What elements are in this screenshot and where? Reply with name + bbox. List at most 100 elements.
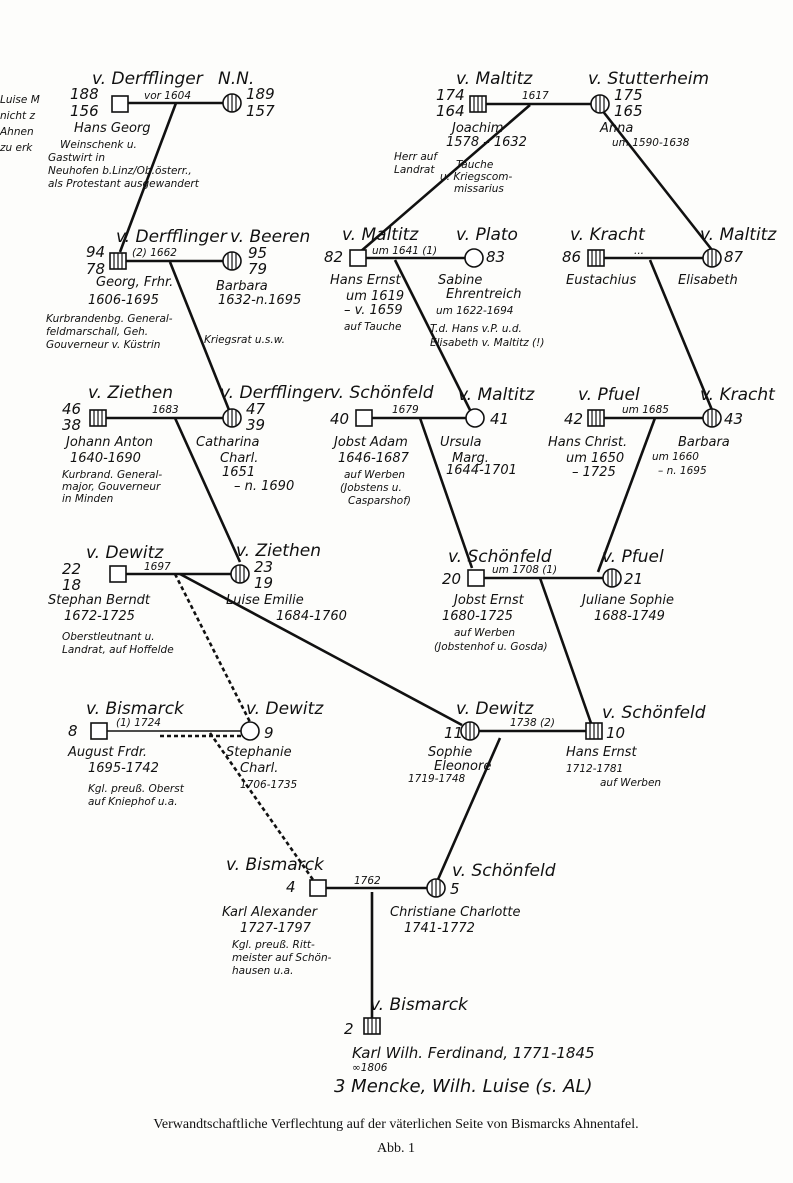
marriage-date: ... <box>634 245 644 257</box>
person-21: v. Pfuel 21 Juliane Sophie 1688-1749 <box>579 547 674 624</box>
person-11: v. Dewitz 11 Sophie Eleonore 1719-1748 <box>408 699 534 785</box>
male-symbol <box>90 722 108 740</box>
family-name: v. Derfflinger <box>92 69 204 89</box>
male-symbol <box>355 409 373 427</box>
person-94: v. Derfflinger 94 78 Georg, Frhr. 1606-1… <box>46 227 285 351</box>
life-dates: 1688-1749 <box>594 609 665 624</box>
ancestor-number: 188 <box>70 85 99 103</box>
family-name: v. Bismarck <box>86 699 185 719</box>
life-dates: 1727-1797 <box>240 921 312 936</box>
ancestor-number: 87 <box>724 248 744 266</box>
person-41: v. Maltitz 41 Ursula Marg. 1644-1701 <box>440 385 535 478</box>
ancestor-number: 83 <box>486 248 505 266</box>
person-note: u. Kriegscom- <box>440 171 512 183</box>
person-note: Weinschenk u. <box>60 139 137 151</box>
family-name: v. Dewitz <box>246 699 324 719</box>
person-23: v. Ziethen 23 19 Luise Emilie 1684-1760 <box>226 541 347 624</box>
given-name: Sophie <box>428 745 472 760</box>
marriage-date: 1762 <box>354 875 381 887</box>
life-dates: 1719-1748 <box>408 773 466 785</box>
person-note: Ehrentreich <box>446 287 521 302</box>
person-note: Charl. <box>220 451 258 466</box>
person-40: v. Schönfeld 40 Jobst Adam 1646-1687 auf… <box>330 383 434 507</box>
person-note: Gastwirt in <box>48 152 105 164</box>
ancestor-number: 11 <box>444 724 463 742</box>
person-189: N.N. 189 157 <box>218 69 275 120</box>
person-2: v. Bismarck 2 Karl Wilh. Ferdinand, 1771… <box>334 995 595 1097</box>
male-symbol-hatched <box>587 409 605 427</box>
family-name: v. Derfflinger <box>116 227 228 247</box>
life-dates: 1741-1772 <box>404 921 475 936</box>
ancestor-number: 79 <box>248 260 267 278</box>
given-name: Jobst Ernst <box>451 593 525 608</box>
family-name: v. Dewitz <box>86 543 164 563</box>
family-name: v. Pfuel <box>602 547 664 567</box>
descent-line <box>179 572 463 727</box>
male-symbol <box>349 249 367 267</box>
margin-line: nicht z <box>0 110 35 122</box>
given-name: Hans Ernst <box>566 745 637 760</box>
male-symbol-hatched <box>585 722 603 740</box>
descent-line <box>359 104 531 253</box>
ancestor-number: 39 <box>246 416 265 434</box>
female-symbol-hatched <box>590 94 610 114</box>
family-name: v. Beeren <box>230 227 310 247</box>
margin-line: zu erk <box>0 142 33 154</box>
person-note: feldmarschall, Geh. <box>46 326 148 338</box>
person-note: Kriegsrat u.s.w. <box>204 334 285 346</box>
ancestor-number: 86 <box>562 248 581 266</box>
female-symbol-hatched <box>602 568 622 588</box>
given-name: Elisabeth <box>678 273 738 288</box>
female-symbol-hatched <box>222 93 242 113</box>
female-symbol-hatched <box>702 408 722 428</box>
person-note: Landrat <box>394 164 435 176</box>
family-name: v. Kracht <box>700 385 776 405</box>
person-note: als Protestant ausgewandert <box>48 178 200 190</box>
life-dates: 1646-1687 <box>338 451 410 466</box>
life-dates: 1672-1725 <box>64 609 135 624</box>
descent-lines <box>118 102 714 1025</box>
person-175: v. Stutterheim 175 165 Anna um 1590-1638 <box>588 69 709 149</box>
marriage-lines <box>106 101 704 890</box>
person-5: v. Schönfeld 5 Christiane Charlotte 1741… <box>390 861 556 936</box>
figure-caption: Verwandtschaftliche Verflechtung auf der… <box>153 1117 638 1132</box>
person-22: v. Dewitz 22 18 Stephan Berndt 1672-1725… <box>48 543 174 656</box>
given-name: Sabine <box>438 273 482 288</box>
ancestor-number: 22 <box>62 560 81 578</box>
given-name: August Frdr. <box>67 745 147 760</box>
family-name: v. Schönfeld <box>448 547 552 567</box>
ancestor-number: 78 <box>86 260 105 278</box>
margin-line: Luise M <box>0 94 40 106</box>
female-symbol-hatched <box>222 408 242 428</box>
descent-line <box>596 104 714 251</box>
family-name: v. Bismarck <box>370 995 469 1015</box>
marriage-date: um 1685 <box>622 404 669 416</box>
ancestor-number: 19 <box>254 574 273 592</box>
life-dates: 1684-1760 <box>276 609 347 624</box>
descent-line <box>118 102 178 253</box>
life-dates: 1651 <box>222 465 255 480</box>
given-name: Luise Emilie <box>226 593 304 608</box>
person-20: v. Schönfeld 20 Jobst Ernst 1680-1725 au… <box>434 547 552 653</box>
male-symbol-hatched <box>363 1017 381 1035</box>
life-dates: 1632-n.1695 <box>218 293 301 308</box>
ancestor-number: 41 <box>490 410 509 428</box>
family-name: v. Plato <box>456 225 518 245</box>
marriage-date: (2) 1662 <box>132 247 177 259</box>
ancestor-number: 156 <box>70 102 99 120</box>
descent-line <box>434 737 502 885</box>
family-name: v. Kracht <box>570 225 646 245</box>
life-dates: 1640-1690 <box>70 451 141 466</box>
female-symbol <box>465 408 485 428</box>
family-name: v. Dewitz <box>456 699 534 719</box>
ancestor-number: 46 <box>62 400 81 418</box>
person-note: Kurbrandenbg. General- <box>46 313 173 325</box>
person-note: Oberstleutnant u. <box>62 631 155 643</box>
ancestor-number: 94 <box>86 243 105 261</box>
life-dates: um 1650 <box>566 451 624 466</box>
person-46: v. Ziethen 46 38 Johann Anton 1640-1690 … <box>62 383 173 505</box>
person-87: v. Maltitz 87 Elisabeth <box>678 225 777 288</box>
descent-line <box>538 577 594 727</box>
ancestor-number: 2 <box>344 1020 354 1038</box>
descent-line <box>173 417 242 563</box>
